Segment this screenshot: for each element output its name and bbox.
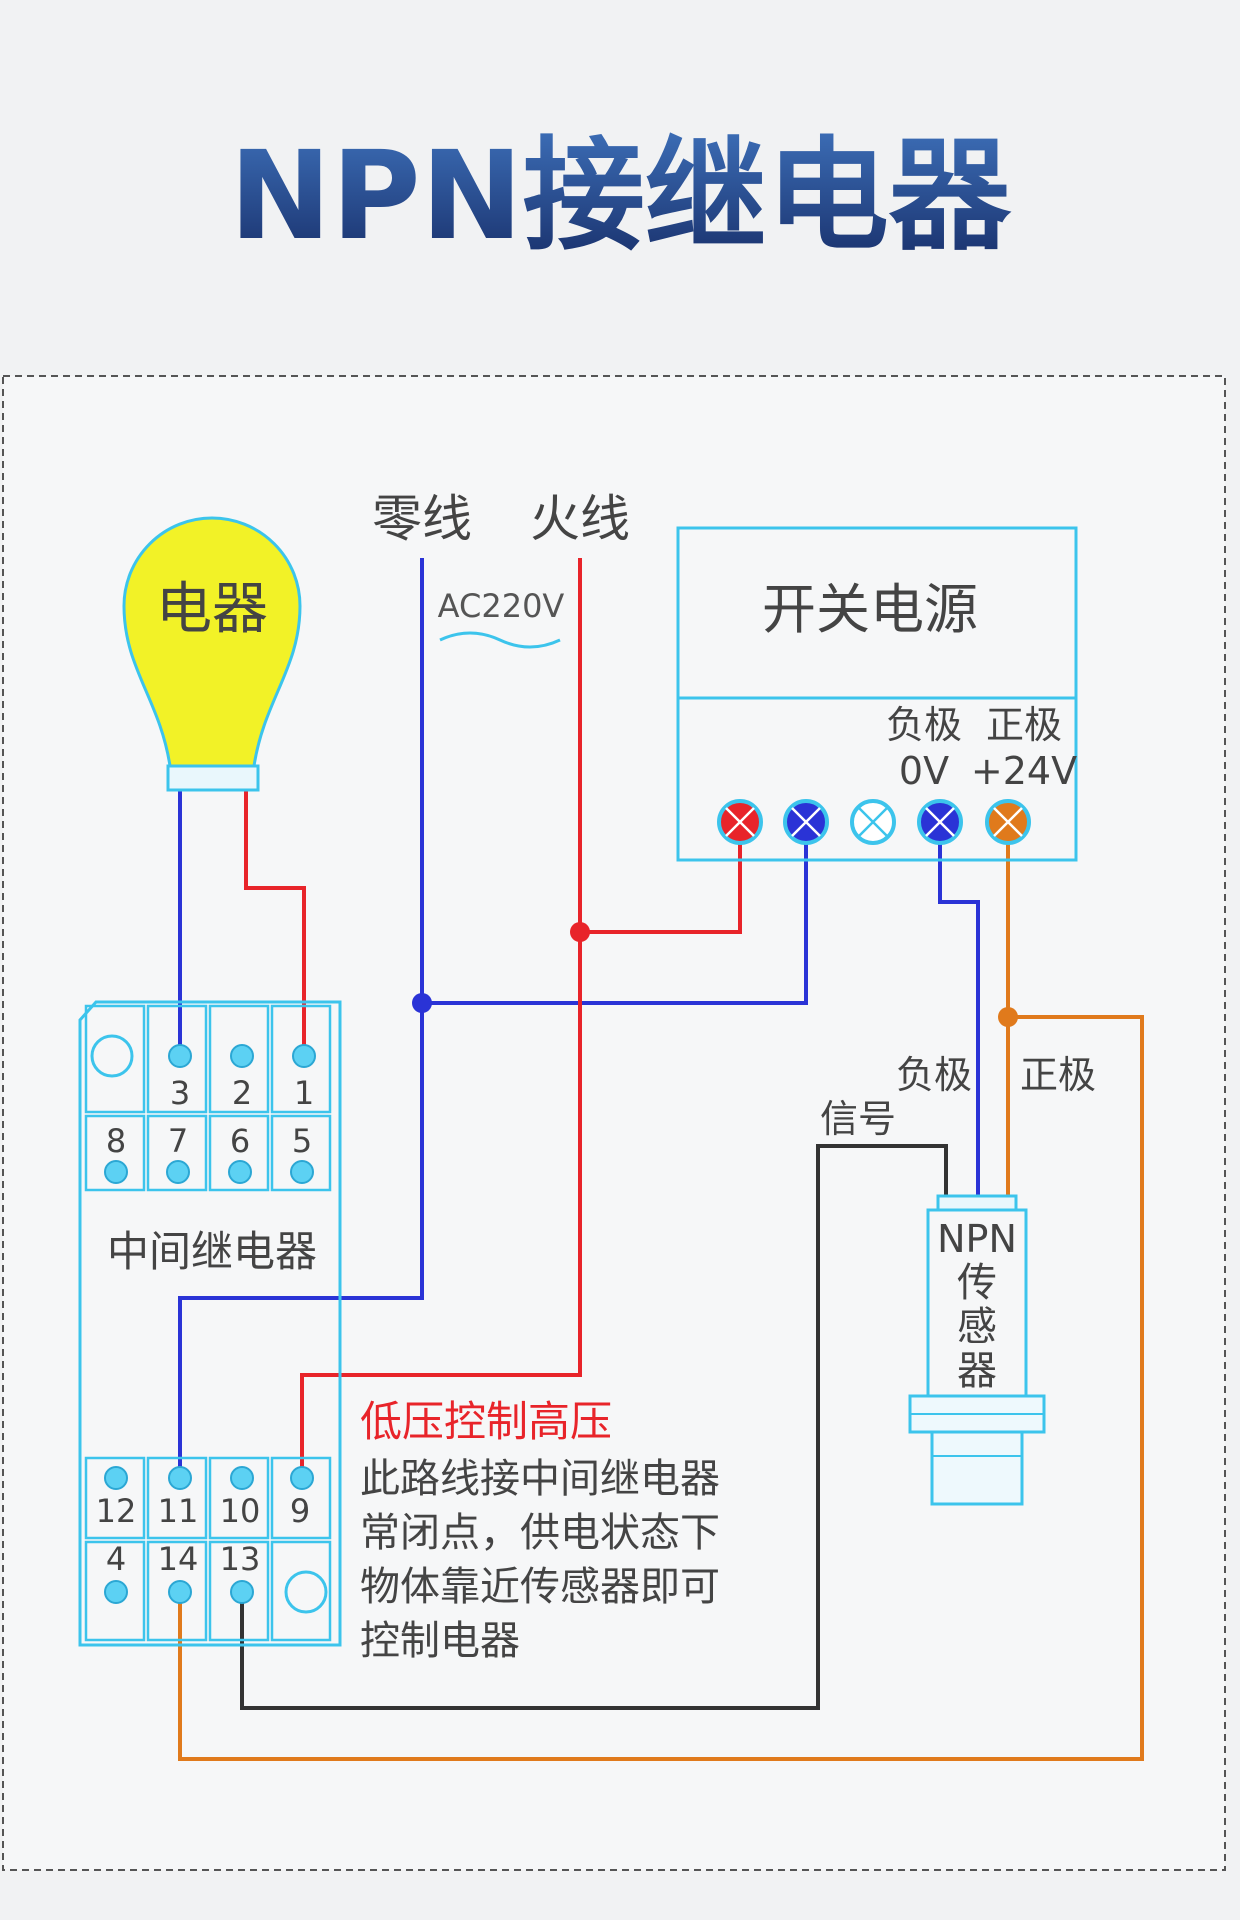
relay-pin-5: 5 <box>292 1122 312 1160</box>
relay-pin-3: 3 <box>170 1074 190 1112</box>
relay-pin-6: 6 <box>230 1122 250 1160</box>
neutral-junction-dot <box>412 993 432 1013</box>
live-junction-dot <box>570 922 590 942</box>
relay-mounting-hole-top <box>90 1034 134 1078</box>
signal-wire <box>240 1144 948 1710</box>
note-line-1: 此路线接中间继电器 <box>360 1456 720 1502</box>
psu-terminal-neutral <box>783 799 829 845</box>
relay-pin-10: 10 <box>220 1492 261 1530</box>
appliance-label: 电器 <box>156 577 268 642</box>
sensor-name-char-1: 传 <box>957 1260 997 1306</box>
neutral-label: 零线 <box>372 490 472 548</box>
note-line-2: 常闭点，供电状态下 <box>360 1510 720 1556</box>
appliance-bulb: 电器 <box>122 516 302 792</box>
sensor-name-npn: NPN <box>937 1217 1017 1261</box>
relay-pin-14: 14 <box>158 1540 199 1578</box>
live-label: 火线 <box>530 490 630 548</box>
relay-mounting-hole-bottom <box>284 1570 328 1614</box>
live-wire <box>300 558 582 1478</box>
sensor-signal-label: 信号 <box>820 1097 896 1141</box>
psu-terminal-ground <box>850 799 896 845</box>
relay-pin-2: 2 <box>232 1074 252 1112</box>
page-title: NPN接继电器 <box>229 125 1012 267</box>
npn-sensor: NPN 传 感 器 <box>908 1194 1046 1506</box>
sensor-head <box>930 1430 1024 1506</box>
positive-junction-dot <box>998 1007 1018 1027</box>
psu-body <box>676 526 1078 862</box>
positive-to-relay-wire <box>178 1015 1144 1761</box>
psu-terminal-live <box>717 799 763 845</box>
psu-terminal-positive <box>985 799 1031 845</box>
relay-pin-12: 12 <box>96 1492 137 1530</box>
psu-terminal-negative <box>917 799 963 845</box>
psu-negative-voltage: 0V <box>899 749 949 793</box>
sensor-negative-wire <box>938 822 980 1196</box>
relay-body <box>78 1000 342 1647</box>
neutral-to-psu-wire <box>422 822 808 1005</box>
switching-power-supply: 开关电源 负极 正极 0V +24V <box>676 526 1078 862</box>
relay-pin-9: 9 <box>290 1492 310 1530</box>
bulb-base <box>166 764 260 792</box>
note-line-3: 物体靠近传感器即可 <box>360 1564 720 1610</box>
voltage-label: AC220V <box>438 587 565 625</box>
intermediate-relay: 3 2 1 8 7 6 5 中间继电器 12 11 10 9 4 14 13 <box>78 1000 342 1647</box>
psu-positive-voltage: +24V <box>971 749 1077 793</box>
relay-pin-11: 11 <box>158 1492 199 1530</box>
sensor-positive-label: 正极 <box>1020 1053 1096 1097</box>
sensor-name-char-2: 感 <box>957 1304 997 1350</box>
sensor-cap <box>936 1194 1018 1212</box>
note-line-4: 控制电器 <box>360 1618 520 1664</box>
note-heading: 低压控制高压 <box>360 1397 612 1446</box>
psu-positive-label: 正极 <box>986 703 1062 747</box>
sensor-negative-label: 负极 <box>896 1053 972 1097</box>
relay-pin-4: 4 <box>106 1540 126 1578</box>
ac-wave-icon <box>439 631 561 649</box>
relay-pin-1: 1 <box>294 1074 314 1112</box>
neutral-wire <box>178 558 424 1478</box>
psu-negative-label: 负极 <box>886 703 962 747</box>
sensor-name-char-3: 器 <box>957 1348 997 1394</box>
relay-pin-13: 13 <box>220 1540 261 1578</box>
appliance-red-wire <box>244 790 306 1056</box>
relay-pin-8: 8 <box>106 1122 126 1160</box>
psu-title: 开关电源 <box>762 578 978 641</box>
bulb-icon <box>122 516 302 768</box>
relay-label: 中间继电器 <box>107 1227 317 1276</box>
relay-pin-7: 7 <box>168 1122 188 1160</box>
